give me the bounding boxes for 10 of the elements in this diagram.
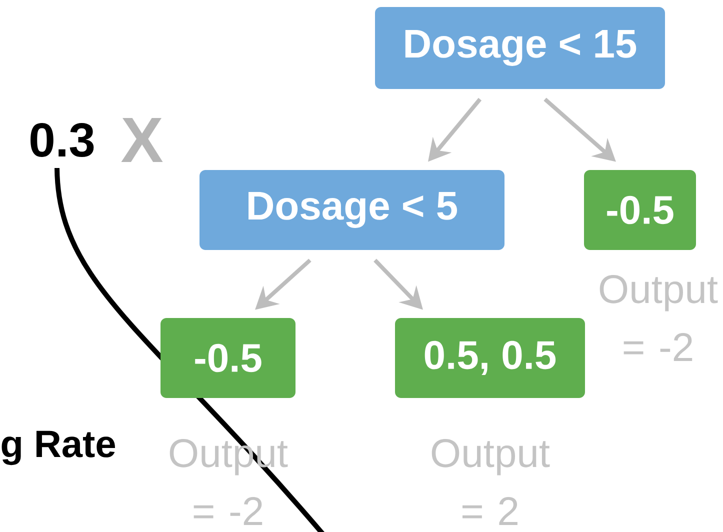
decision-box: Dosage < 15	[375, 7, 665, 89]
output-text: Output = 2	[432, 439, 550, 525]
output-text: Output = -2	[600, 275, 718, 361]
number-label: 0.3	[30, 122, 94, 157]
decision-box: 0.5, 0.5	[395, 318, 585, 398]
multiply-sign: X	[121, 118, 163, 162]
decision-box: -0.5	[584, 170, 696, 250]
decision-box: -0.5	[160, 318, 296, 398]
decision-box: Dosage < 5	[200, 170, 504, 250]
rate-label: g Rate	[2, 430, 115, 466]
